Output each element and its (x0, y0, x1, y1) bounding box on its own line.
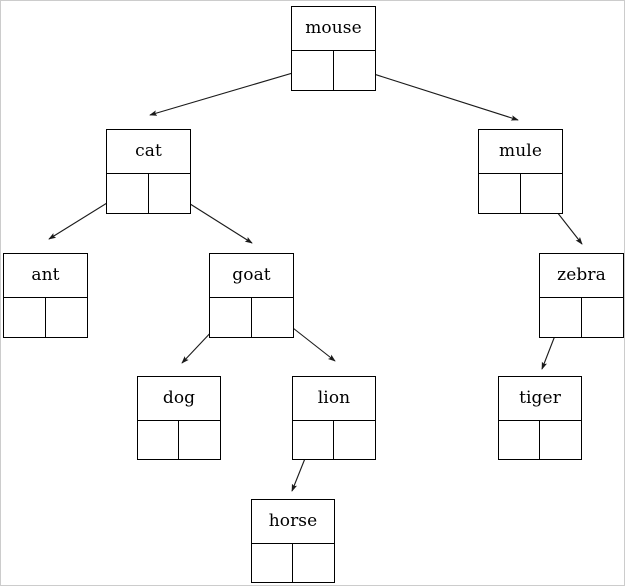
tree-node-pointers-goat (210, 298, 293, 337)
tree-node-label-tiger: tiger (499, 377, 581, 421)
tree-node-label-zebra: zebra (540, 254, 623, 298)
tree-node-mouse[interactable]: mouse (291, 6, 376, 91)
tree-node-pointers-zebra (540, 298, 623, 337)
tree-node-cat[interactable]: cat (106, 129, 191, 214)
tree-node-label-dog: dog (138, 377, 220, 421)
tree-node-label-cat: cat (107, 130, 190, 174)
tree-node-lion[interactable]: lion (292, 376, 376, 460)
tree-node-left-pointer-mule[interactable] (479, 174, 521, 213)
tree-node-pointers-lion (293, 421, 375, 459)
tree-node-label-horse: horse (252, 500, 334, 544)
tree-node-left-pointer-cat[interactable] (107, 174, 149, 213)
tree-node-label-mouse: mouse (292, 7, 375, 51)
tree-node-dog[interactable]: dog (137, 376, 221, 460)
tree-node-label-lion: lion (293, 377, 375, 421)
tree-node-mule[interactable]: mule (478, 129, 563, 214)
tree-node-tiger[interactable]: tiger (498, 376, 582, 460)
tree-node-pointers-cat (107, 174, 190, 213)
tree-node-pointers-horse (252, 544, 334, 582)
tree-node-label-goat: goat (210, 254, 293, 298)
tree-node-right-pointer-goat[interactable] (252, 298, 294, 337)
tree-node-label-ant: ant (4, 254, 87, 298)
tree-node-left-pointer-tiger[interactable] (499, 421, 540, 459)
tree-node-right-pointer-ant[interactable] (46, 298, 88, 337)
tree-node-left-pointer-ant[interactable] (4, 298, 46, 337)
tree-node-right-pointer-horse[interactable] (293, 544, 334, 582)
tree-node-right-pointer-lion[interactable] (334, 421, 375, 459)
tree-node-label-mule: mule (479, 130, 562, 174)
tree-node-pointers-mouse (292, 51, 375, 90)
tree-node-right-pointer-dog[interactable] (179, 421, 220, 459)
tree-node-pointers-dog (138, 421, 220, 459)
tree-node-ant[interactable]: ant (3, 253, 88, 338)
tree-node-left-pointer-horse[interactable] (252, 544, 293, 582)
tree-edge-mouse-right-mule (354, 67, 519, 121)
tree-node-goat[interactable]: goat (209, 253, 294, 338)
tree-node-pointers-ant (4, 298, 87, 337)
tree-node-right-pointer-mouse[interactable] (334, 51, 376, 90)
tree-node-right-pointer-cat[interactable] (149, 174, 191, 213)
tree-node-zebra[interactable]: zebra (539, 253, 624, 338)
tree-node-left-pointer-dog[interactable] (138, 421, 179, 459)
tree-node-left-pointer-lion[interactable] (293, 421, 334, 459)
tree-node-right-pointer-zebra[interactable] (582, 298, 624, 337)
tree-node-horse[interactable]: horse (251, 499, 335, 583)
tree-node-left-pointer-mouse[interactable] (292, 51, 334, 90)
tree-node-right-pointer-mule[interactable] (521, 174, 563, 213)
tree-node-pointers-mule (479, 174, 562, 213)
tree-node-pointers-tiger (499, 421, 581, 459)
tree-edge-mouse-left-cat (149, 66, 314, 116)
tree-node-right-pointer-tiger[interactable] (540, 421, 581, 459)
tree-node-left-pointer-goat[interactable] (210, 298, 252, 337)
tree-node-left-pointer-zebra[interactable] (540, 298, 582, 337)
